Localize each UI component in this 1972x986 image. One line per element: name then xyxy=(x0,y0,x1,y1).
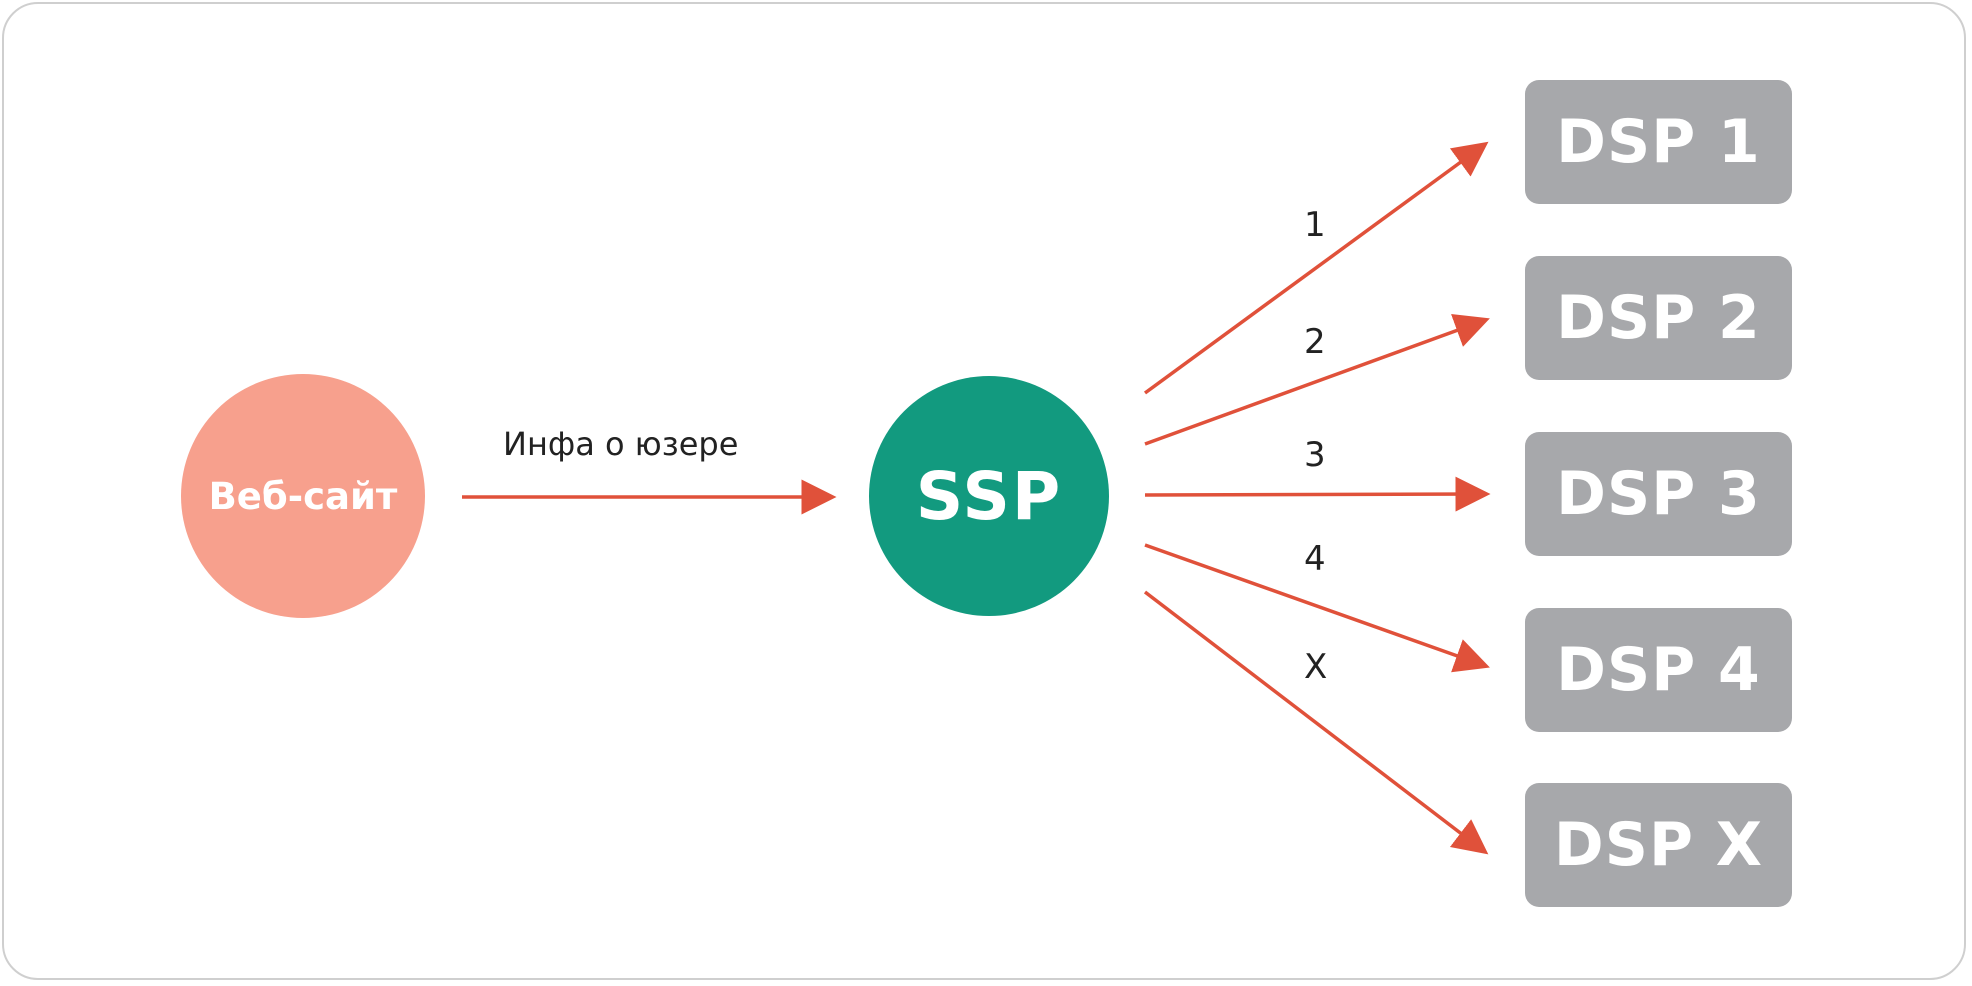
edge-label-4: 4 xyxy=(1304,539,1326,579)
arrow-ssp-to-dsp-3 xyxy=(1144,476,1491,512)
dsp-node-x: DSP X xyxy=(1525,783,1792,907)
edge-label-x: X xyxy=(1304,647,1328,687)
website-node: Веб-сайт xyxy=(181,374,425,618)
arrow-ssp-to-dsp-1 xyxy=(1143,141,1489,395)
arrow-ssp-to-dsp-4 xyxy=(1144,543,1490,673)
edge-label-user-info: Инфа о юзере xyxy=(503,425,739,463)
dsp-node-2: DSP 2 xyxy=(1525,256,1792,380)
edge-label-1: 1 xyxy=(1304,205,1326,245)
dsp-node-1: DSP 1 xyxy=(1525,80,1792,204)
dsp-node-4: DSP 4 xyxy=(1525,608,1792,732)
edge-label-3: 3 xyxy=(1304,435,1326,475)
arrow-ssp-to-dsp-2 xyxy=(1144,313,1490,446)
arrow-ssp-to-dsp-x xyxy=(1143,590,1489,855)
dsp-node-3: DSP 3 xyxy=(1525,432,1792,556)
ssp-node: SSP xyxy=(869,376,1109,616)
edge-label-2: 2 xyxy=(1304,322,1326,362)
